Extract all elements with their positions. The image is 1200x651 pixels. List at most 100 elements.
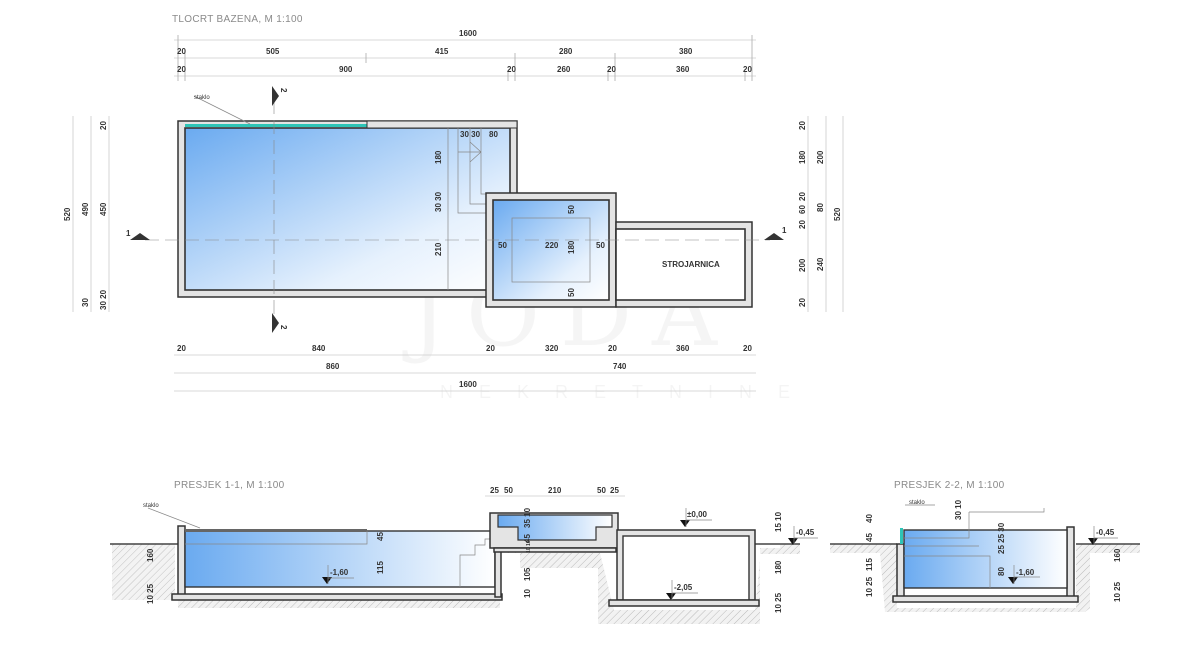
dim-label: 60 <box>798 205 807 214</box>
dim-label: 10 <box>523 589 532 598</box>
dim-label: 380 <box>679 47 693 56</box>
main-pool-plan: 30 30 80 180 30 30 210 staklo <box>177 95 518 298</box>
dim-label: 260 <box>557 65 571 74</box>
section-2-2: PRESJEK 2-2, M 1:100 staklo 40 45 115 10… <box>830 480 1140 612</box>
level-label: -2,05 <box>674 583 693 592</box>
dim-label: 200 <box>798 258 807 272</box>
level-label: -0,45 <box>796 528 815 537</box>
dim-label: 20 <box>743 65 752 74</box>
dim-label: 20 <box>743 344 752 353</box>
dim-label: 840 <box>312 344 326 353</box>
dim-label: 520 <box>833 207 842 221</box>
section-marker-2-bottom: 2 <box>272 313 288 333</box>
dim-label: 10 25 <box>1113 581 1122 602</box>
glass-label: staklo <box>909 500 925 506</box>
section-number: 2 <box>279 325 288 330</box>
dim-label: 860 <box>326 362 340 371</box>
level-label: ±0,00 <box>687 510 708 519</box>
dim-label: 10 25 <box>774 592 783 613</box>
dim-label: 50 <box>567 288 576 297</box>
dim-label: 45 <box>865 533 874 542</box>
right-dimensions: 20 180 20 60 20 200 20 200 80 240 520 <box>798 116 844 312</box>
dim-label: 20 <box>99 121 108 130</box>
dim-label: 20 <box>177 65 186 74</box>
section-number: 1 <box>126 229 131 238</box>
dim-label: 20 <box>486 344 495 353</box>
dim-label: 240 <box>816 257 825 271</box>
dim-label: 10 25 <box>146 583 155 604</box>
dim-label: 30 30 <box>460 130 481 139</box>
dim-label: 50 <box>504 486 513 495</box>
glass-edge <box>185 529 367 532</box>
dim-label: 180 <box>567 240 576 254</box>
section-title: PRESJEK 2-2, M 1:100 <box>894 480 1005 491</box>
glass-label: staklo <box>194 95 210 101</box>
dim-label: 20 <box>607 65 616 74</box>
dim-label: 210 <box>434 242 443 256</box>
watermark: JODA NEKRETNINE <box>440 382 790 402</box>
section-number: 2 <box>279 88 288 93</box>
level-marker-pool-floor: -1,60 <box>322 565 354 584</box>
dim-label: 20 <box>608 344 617 353</box>
dim-label: 320 <box>545 344 559 353</box>
level-marker-ground: -0,45 <box>788 526 818 545</box>
dim-label: 1600 <box>459 29 477 38</box>
section-marker-1-right: 1 <box>764 226 787 240</box>
level-marker-zero: ±0,00 <box>680 508 712 527</box>
dim-label: 30 30 <box>434 191 443 212</box>
dim-label: 50 <box>597 486 606 495</box>
dim-label: 280 <box>559 47 573 56</box>
dim-label: 40 <box>865 514 874 523</box>
dim-label: 415 <box>435 47 449 56</box>
dim-label: 35 10 <box>523 507 532 528</box>
small-pool-plan: 50 50 220 180 50 50 <box>485 192 617 308</box>
dim-label: 900 <box>339 65 353 74</box>
dim-label: 30 <box>81 298 90 307</box>
dim-label: 10 10 <box>526 540 532 553</box>
dim-label: 490 <box>81 202 90 216</box>
dim-label: 220 <box>545 241 559 250</box>
dim-label: 20 <box>177 47 186 56</box>
dim-label: 50 <box>567 205 576 214</box>
dim-label: 740 <box>613 362 627 371</box>
dim-label: 20 <box>507 65 516 74</box>
level-marker-ground: -0,45 <box>1088 526 1118 545</box>
dim-label: 25 25 30 <box>997 522 1006 554</box>
dim-label: 115 <box>376 561 385 574</box>
dim-label: 450 <box>99 202 108 216</box>
dim-label: 360 <box>676 344 690 353</box>
dim-label: 180 <box>774 560 783 574</box>
machine-room-label: STROJARNICA <box>662 260 720 269</box>
level-label: -1,60 <box>330 568 349 577</box>
left-dimensions: 520 490 450 20 30 30 20 <box>63 116 110 312</box>
section-title: PRESJEK 1-1, M 1:100 <box>174 480 285 491</box>
section-1-1: PRESJEK 1-1, M 1:100 staklo 25 50 210 50… <box>110 480 818 624</box>
dim-label: 20 <box>798 192 807 201</box>
dim-label: 50 <box>596 241 605 250</box>
dim-label: 10 25 <box>865 576 874 597</box>
dim-label: 50 <box>498 241 507 250</box>
top-dimensions: 1600 20 505 415 280 380 20 900 20 260 20… <box>174 29 756 81</box>
dim-label: 45 <box>376 532 385 541</box>
section-marker-2-top: 2 <box>272 86 288 106</box>
dim-label: 200 <box>816 150 825 164</box>
dim-label: 105 <box>523 567 532 581</box>
dim-label: 520 <box>63 207 72 221</box>
dim-label: 115 <box>865 558 874 571</box>
dim-label: 210 <box>548 486 562 495</box>
dim-label: 20 <box>798 121 807 130</box>
bottom-dimensions: 20 840 20 320 20 360 20 860 740 1600 <box>174 344 756 392</box>
section-marker-1-left: 1 <box>126 229 150 240</box>
section-number: 1 <box>782 226 787 235</box>
dim-label: 1600 <box>459 380 477 389</box>
dim-label: 20 <box>798 220 807 229</box>
dim-label: 160 <box>1113 548 1122 562</box>
dim-label: 80 <box>816 203 825 212</box>
dim-label: 160 <box>146 548 155 562</box>
level-label: -1,60 <box>1016 568 1035 577</box>
dim-label: 360 <box>676 65 690 74</box>
level-marker-pool-floor: -1,60 <box>1008 565 1040 584</box>
dim-label: 30 20 <box>99 289 108 310</box>
floor-plan: TLOCRT BAZENA, M 1:100 1600 20 505 415 2… <box>63 14 844 392</box>
